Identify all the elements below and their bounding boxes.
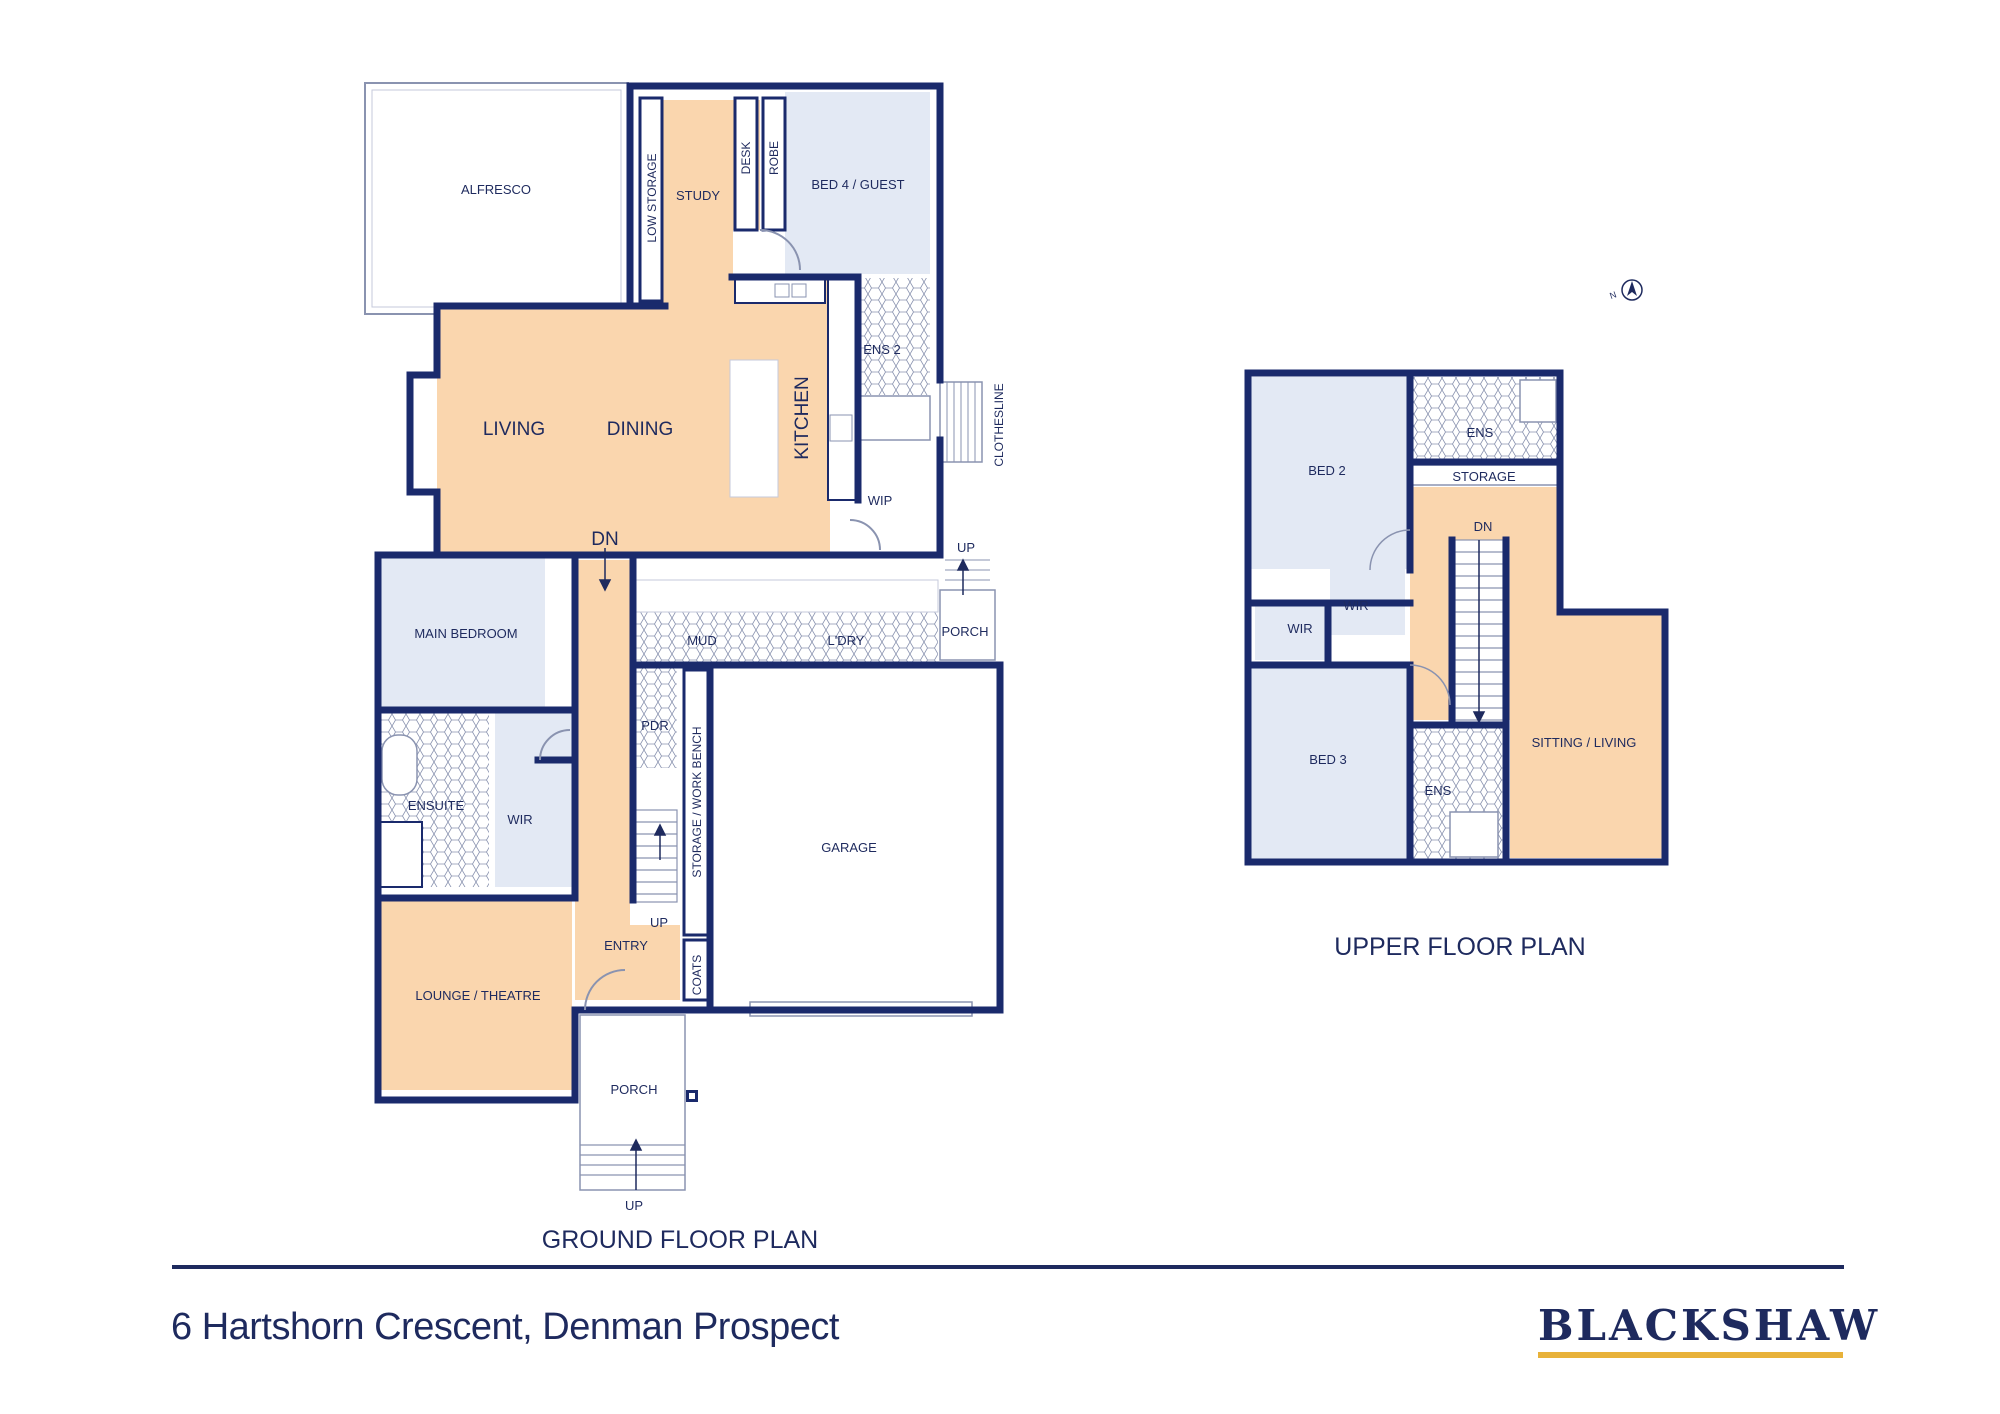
ground-floor-title: GROUND FLOOR PLAN	[542, 1226, 818, 1254]
mud-laundry-room	[633, 612, 938, 665]
label-upper-wir-2: WIR	[1343, 598, 1368, 613]
label-main-wir: WIR	[507, 812, 532, 827]
label-study: STUDY	[676, 188, 720, 203]
label-upper-wir-1: WIR	[1287, 621, 1312, 636]
label-porch-side: PORCH	[942, 624, 989, 639]
bed4-room	[785, 92, 930, 274]
pdr-room	[633, 668, 677, 768]
label-wip: WIP	[868, 493, 893, 508]
label-storage-bench: STORAGE / WORK BENCH	[690, 726, 704, 877]
bed2-room	[1250, 377, 1410, 569]
upper-walls	[1244, 369, 1669, 866]
label-porch-front: PORCH	[611, 1082, 658, 1097]
ground-floor-plan	[364, 82, 1004, 1191]
label-dining: DINING	[607, 419, 674, 440]
label-robe: ROBE	[767, 141, 781, 175]
label-lounge: LOUNGE / THEATRE	[415, 988, 541, 1003]
label-sitting: SITTING / LIVING	[1532, 735, 1637, 750]
label-ensuite: ENSUITE	[408, 798, 465, 813]
north-compass-icon	[1621, 279, 1643, 301]
north-letter: N	[1608, 289, 1618, 301]
label-laundry: L'DRY	[828, 633, 865, 648]
main-bedroom-room	[377, 558, 545, 708]
kitchen-island	[729, 359, 779, 498]
upper-floor-title: UPPER FLOOR PLAN	[1334, 933, 1585, 961]
garage-room	[712, 670, 990, 1010]
label-alfresco: ALFRESCO	[461, 182, 531, 197]
ground-stair	[632, 809, 678, 903]
main-wir-room	[495, 712, 572, 887]
label-mud: MUD	[687, 633, 717, 648]
label-kitchen: KITCHEN	[792, 376, 813, 459]
label-ens-bottom: ENS	[1425, 783, 1452, 798]
label-pdr: PDR	[641, 718, 668, 733]
label-desk: DESK	[739, 142, 753, 175]
label-coats: COATS	[690, 955, 704, 995]
alfresco-area	[364, 82, 629, 315]
label-low-storage: LOW STORAGE	[645, 153, 659, 242]
label-bed2: BED 2	[1308, 463, 1346, 478]
label-living: LIVING	[483, 419, 545, 440]
front-porch	[579, 1014, 686, 1191]
label-storage: STORAGE	[1452, 469, 1516, 484]
label-entry: ENTRY	[604, 938, 648, 953]
label-ens2: ENS 2	[863, 342, 901, 357]
label-up-front: UP	[625, 1198, 643, 1213]
ground-walls	[374, 82, 1004, 1104]
label-garage: GARAGE	[821, 840, 877, 855]
footer-divider	[172, 1265, 1844, 1269]
label-up-stair: UP	[650, 915, 668, 930]
brand-logo: BLACKSHAW	[1538, 1301, 1881, 1350]
label-up-porch: UP	[957, 540, 975, 555]
label-clothesline: CLOTHESLINE	[992, 383, 1006, 466]
upper-floor-plan	[1244, 369, 1669, 866]
property-address: 6 Hartshorn Crescent, Denman Prospect	[171, 1306, 839, 1348]
label-bed3: BED 3	[1309, 752, 1347, 767]
hall-entry-zone	[575, 560, 680, 1000]
brand-logo-underline	[1538, 1352, 1843, 1358]
ens2-room	[858, 278, 930, 395]
upper-wir-1	[1255, 605, 1325, 660]
side-porch	[939, 589, 996, 661]
label-main-bedroom: MAIN BEDROOM	[414, 626, 517, 641]
label-upper-dn: DN	[1474, 519, 1493, 534]
label-dn: DN	[591, 529, 618, 550]
bed3-room	[1250, 665, 1410, 860]
label-bed4: BED 4 / GUEST	[811, 177, 904, 192]
label-ens-top: ENS	[1467, 425, 1494, 440]
lounge-theatre-room	[377, 900, 572, 1090]
